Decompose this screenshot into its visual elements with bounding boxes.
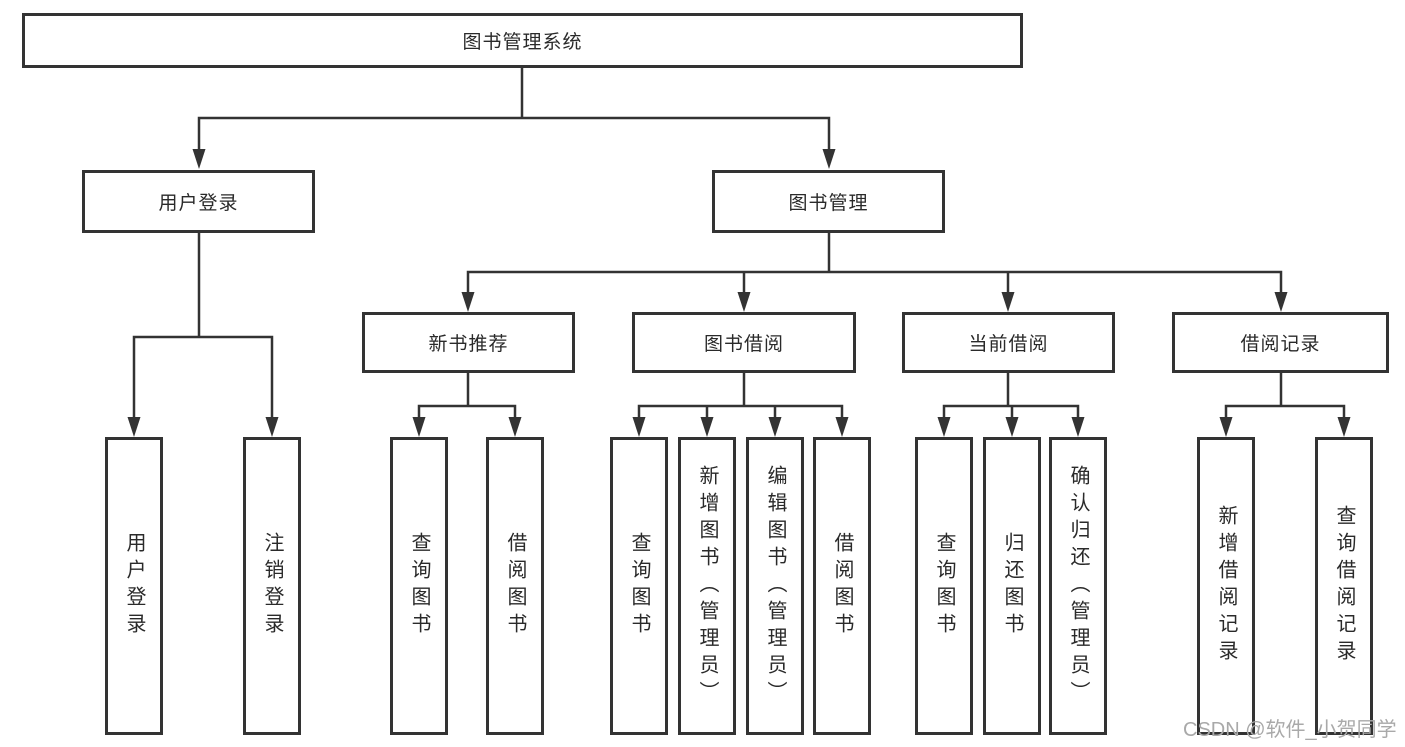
node-book-borrow-label: 图书借阅 <box>703 334 784 355</box>
arrowhead-icon <box>632 417 646 437</box>
leaf-borrow-edit-admin-label: 编辑图书（管理员） <box>764 464 786 708</box>
arrowhead-icon <box>192 149 206 169</box>
connector-line <box>132 233 274 421</box>
leaf-record-add-label: 新增借阅记录 <box>1215 505 1237 667</box>
arrowhead-icon <box>1219 417 1233 437</box>
leaf-current-query: 查询图书 <box>915 437 973 735</box>
node-borrow-records: 借阅记录 <box>1172 312 1389 373</box>
node-root-label: 图书管理系统 <box>462 32 583 53</box>
arrowhead-icon <box>1071 417 1085 437</box>
arrowhead-icon <box>127 417 141 437</box>
leaf-borrow-add-admin-label: 新增图书（管理员） <box>696 464 718 708</box>
node-user-login-label: 用户登录 <box>158 193 239 214</box>
node-book-management-label: 图书管理 <box>788 193 869 214</box>
arrowhead-icon <box>1274 292 1288 312</box>
watermark: CSDN @软件_小贺同学 <box>1183 719 1397 741</box>
leaf-borrow-borrow-label: 借阅图书 <box>831 532 853 640</box>
node-current-borrow-label: 当前借阅 <box>968 334 1049 355</box>
node-root: 图书管理系统 <box>22 13 1023 68</box>
arrowhead-icon <box>1005 417 1019 437</box>
connector-line <box>637 373 844 421</box>
connector-line <box>942 373 1080 421</box>
node-book-management: 图书管理 <box>712 170 945 233</box>
leaf-borrow-edit-admin: 编辑图书（管理员） <box>746 437 804 735</box>
arrowhead-icon <box>835 417 849 437</box>
node-new-book-recommend: 新书推荐 <box>362 312 575 373</box>
connector-line <box>1224 373 1346 421</box>
node-borrow-records-label: 借阅记录 <box>1240 334 1321 355</box>
leaf-newbook-borrow: 借阅图书 <box>486 437 544 735</box>
node-new-book-recommend-label: 新书推荐 <box>428 334 509 355</box>
arrowhead-icon <box>508 417 522 437</box>
connector-line <box>466 233 1283 296</box>
arrowhead-icon <box>700 417 714 437</box>
connector-line <box>417 373 517 421</box>
leaf-newbook-query: 查询图书 <box>390 437 448 735</box>
leaf-newbook-borrow-label: 借阅图书 <box>504 532 526 640</box>
node-book-borrow: 图书借阅 <box>632 312 856 373</box>
arrowhead-icon <box>265 417 279 437</box>
arrowhead-icon <box>461 292 475 312</box>
leaf-current-return: 归还图书 <box>983 437 1041 735</box>
leaf-borrow-query-label: 查询图书 <box>628 532 650 640</box>
arrowhead-icon <box>1337 417 1351 437</box>
node-user-login: 用户登录 <box>82 170 315 233</box>
leaf-borrow-query: 查询图书 <box>610 437 668 735</box>
arrowhead-icon <box>768 417 782 437</box>
leaf-user-login: 用户登录 <box>105 437 163 735</box>
leaf-logout-label: 注销登录 <box>261 532 283 640</box>
leaf-borrow-add-admin: 新增图书（管理员） <box>678 437 736 735</box>
arrowhead-icon <box>1001 292 1015 312</box>
leaf-current-confirm-return-admin-label: 确认归还（管理员） <box>1067 464 1089 708</box>
leaf-record-query: 查询借阅记录 <box>1315 437 1373 735</box>
connector-line <box>197 68 831 153</box>
leaf-borrow-borrow: 借阅图书 <box>813 437 871 735</box>
leaf-newbook-query-label: 查询图书 <box>408 532 430 640</box>
node-current-borrow: 当前借阅 <box>902 312 1115 373</box>
leaf-user-login-label: 用户登录 <box>123 532 145 640</box>
leaf-logout: 注销登录 <box>243 437 301 735</box>
leaf-current-return-label: 归还图书 <box>1001 532 1023 640</box>
leaf-record-query-label: 查询借阅记录 <box>1333 505 1355 667</box>
arrowhead-icon <box>937 417 951 437</box>
leaf-current-query-label: 查询图书 <box>933 532 955 640</box>
leaf-record-add: 新增借阅记录 <box>1197 437 1255 735</box>
arrowhead-icon <box>822 149 836 169</box>
arrowhead-icon <box>737 292 751 312</box>
arrowhead-icon <box>412 417 426 437</box>
leaf-current-confirm-return-admin: 确认归还（管理员） <box>1049 437 1107 735</box>
